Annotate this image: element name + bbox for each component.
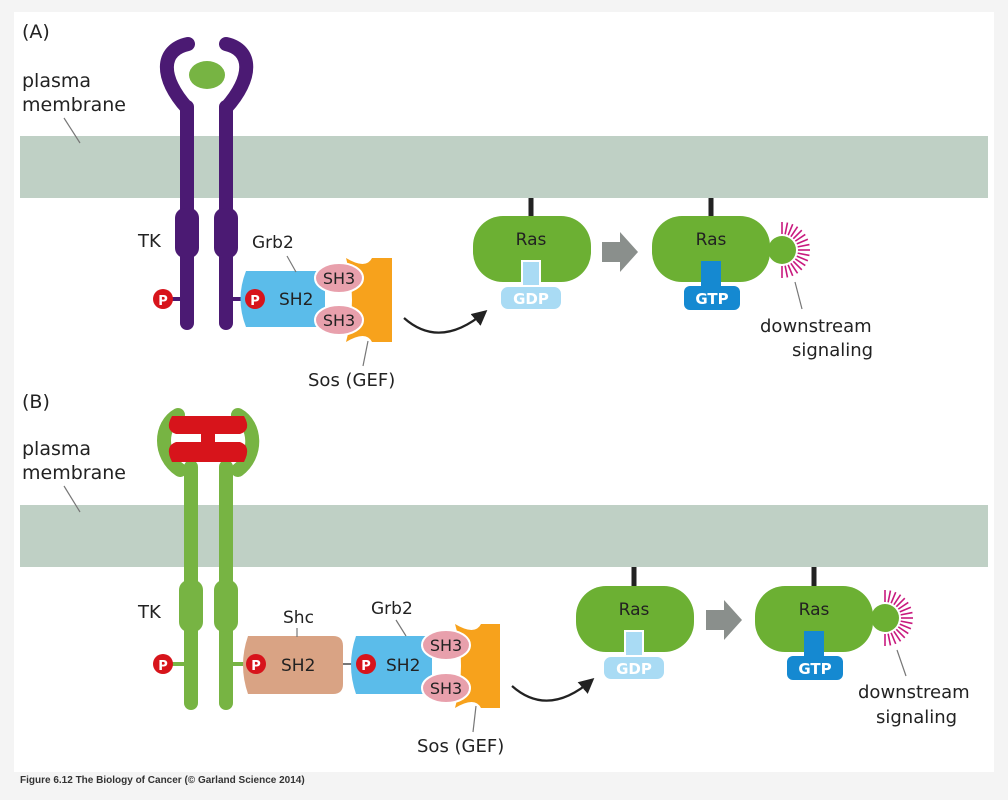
panel-a-grb2-label: Grb2 bbox=[252, 233, 294, 253]
panel-b-sos-label: Sos (GEF) bbox=[417, 736, 504, 757]
panel-b-ligand-bottom bbox=[168, 442, 248, 462]
panel-b-grb2-label: Grb2 bbox=[371, 599, 413, 619]
svg-text:GTP: GTP bbox=[798, 660, 831, 678]
panel-a-sh2-label: SH2 bbox=[279, 290, 313, 310]
svg-text:P: P bbox=[251, 659, 261, 674]
svg-text:SH3: SH3 bbox=[323, 311, 355, 330]
panel-a-downstream-label: downstream signaling bbox=[760, 316, 877, 361]
panel-b-grb2-sh2-domain bbox=[351, 636, 432, 694]
svg-text:P: P bbox=[158, 659, 168, 674]
panel-b-shc-label: Shc bbox=[283, 608, 314, 628]
panel-a-ras-gdp bbox=[473, 216, 591, 282]
svg-text:GTP: GTP bbox=[695, 290, 728, 308]
panel-b-sh3-domain-top bbox=[421, 629, 471, 661]
panel-b-gdp bbox=[602, 655, 666, 681]
panel-a-ligand bbox=[189, 61, 225, 89]
panel-b-ras-label-2: Ras bbox=[799, 600, 830, 620]
panel-a-tk-label: TK bbox=[137, 231, 162, 252]
svg-text:GDP: GDP bbox=[616, 660, 652, 678]
panel-b-ras-gtp bbox=[755, 586, 873, 652]
panel-b-phospho-left bbox=[153, 654, 173, 674]
panel-a-grb2-sh2-domain bbox=[240, 271, 325, 327]
panel-b-downstream-label: downstream signaling bbox=[858, 682, 975, 728]
panel-a-phospho-right bbox=[245, 289, 265, 309]
panel-b-receptor-tk bbox=[157, 408, 260, 710]
panel-a-gtp bbox=[684, 286, 740, 310]
panel-b-phospho-middle bbox=[246, 654, 266, 674]
panel-b-activation-arrow bbox=[511, 677, 595, 702]
panel-a-membrane-pointer bbox=[63, 117, 81, 144]
panel-b-membrane-pointer bbox=[63, 485, 81, 513]
panel-b-shc-sh2-domain bbox=[243, 636, 343, 694]
panel-b-signal-burst bbox=[884, 590, 913, 646]
panel-b-tk-label: TK bbox=[137, 602, 162, 623]
panel-a-conversion-arrow bbox=[602, 232, 638, 272]
svg-text:P: P bbox=[250, 294, 260, 309]
panel-a-signal-burst bbox=[781, 222, 810, 278]
panel-b: (B) plasma membrane TK P SH2 Shc bbox=[20, 391, 988, 757]
panel-a-membrane-label: plasma membrane bbox=[22, 70, 126, 116]
panel-a-ras-label-2: Ras bbox=[696, 230, 727, 250]
panel-a: (A) plasma membrane TK SH2 Grb2 P P bbox=[20, 21, 988, 391]
panel-a-activation-arrow bbox=[403, 310, 488, 334]
panel-b-shc-sh2-label: SH2 bbox=[281, 656, 315, 676]
svg-text:SH3: SH3 bbox=[323, 269, 355, 288]
panel-b-membrane-label: plasma membrane bbox=[22, 438, 126, 484]
panel-a-ras-gtp bbox=[652, 216, 770, 282]
panel-a-receptor-tk bbox=[159, 37, 254, 330]
panel-a-ras-label-1: Ras bbox=[516, 230, 547, 250]
svg-text:SH3: SH3 bbox=[430, 679, 462, 698]
panel-b-sh3-domain-bottom bbox=[421, 672, 471, 704]
panel-b-gtp bbox=[787, 656, 843, 680]
panel-b-ras-gdp bbox=[576, 586, 694, 652]
panel-b-conversion-arrow bbox=[706, 600, 742, 640]
panel-b-plasma-membrane bbox=[20, 505, 988, 567]
panel-a-plasma-membrane bbox=[20, 136, 988, 198]
panel-b-label: (B) bbox=[22, 391, 50, 413]
panel-a-label: (A) bbox=[22, 21, 50, 43]
svg-text:SH3: SH3 bbox=[430, 636, 462, 655]
panel-a-gdp bbox=[499, 285, 563, 311]
panel-b-ligand-top bbox=[168, 416, 248, 434]
svg-text:P: P bbox=[158, 294, 168, 309]
panel-a-sh3-domain-top bbox=[314, 262, 364, 294]
figure-caption: Figure 6.12 The Biology of Cancer (© Gar… bbox=[20, 775, 305, 786]
panel-b-grb2-sh2-label: SH2 bbox=[386, 656, 420, 676]
svg-text:P: P bbox=[361, 659, 371, 674]
panel-b-ras-label-1: Ras bbox=[619, 600, 650, 620]
panel-a-sh3-domain-bottom bbox=[314, 304, 364, 336]
svg-text:GDP: GDP bbox=[513, 290, 549, 308]
panel-a-sos-label: Sos (GEF) bbox=[308, 370, 395, 391]
panel-a-phospho-left bbox=[153, 289, 173, 309]
panel-b-phospho-shc bbox=[356, 654, 376, 674]
